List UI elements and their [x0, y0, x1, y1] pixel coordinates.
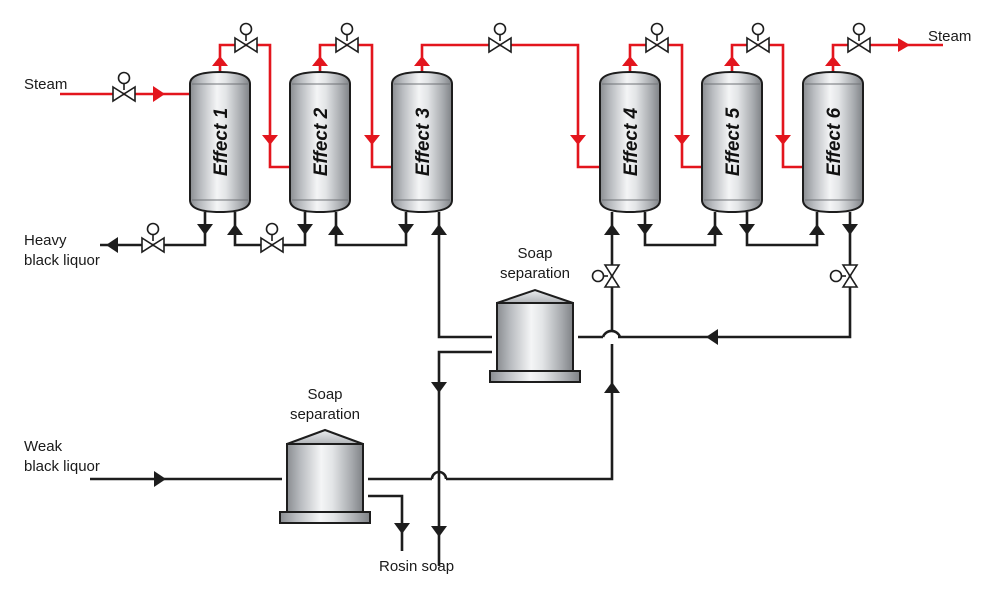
effect-1[interactable]: Effect 1 [189, 70, 251, 214]
soap-separator-upper[interactable] [489, 288, 581, 383]
flow-arrow-up [707, 224, 723, 235]
flow-arrow-down [431, 382, 447, 393]
effect-label: Effect 1 [211, 108, 232, 176]
effect-label: Effect 5 [723, 107, 744, 176]
effect-label: Effect 4 [621, 107, 642, 176]
weak-liquor-label-1: Weak [24, 438, 63, 455]
liquor-line-e6-to-soap1 [618, 212, 852, 339]
liquor-line-soap1-to-e3 [437, 212, 492, 339]
weak-liquor-arrow [154, 471, 166, 487]
flow-arrow-down [197, 224, 213, 235]
steam-arrow-down [674, 135, 690, 145]
weak-liquor-label-2: black liquor [24, 458, 100, 475]
flow-arrow-down [394, 523, 410, 534]
line-crossover [601, 329, 622, 338]
line-crossover [430, 470, 448, 480]
rosin-soap-label: Rosin soap [379, 558, 454, 575]
steam-line-5-6 [730, 43, 803, 169]
steam-valve-3-4[interactable] [488, 22, 512, 54]
effect-6[interactable]: Effect 6 [802, 70, 864, 214]
flow-arrow-up [431, 224, 447, 235]
steam-arrow-down [570, 135, 586, 145]
liquor-line-6-5 [745, 212, 819, 247]
effect-label: Effect 6 [824, 107, 845, 176]
steam-line-2-3 [318, 43, 392, 169]
steam-arrow-up [825, 56, 841, 66]
soap1-bottom-line [437, 350, 492, 566]
effect-label: Effect 3 [413, 107, 434, 176]
steam-inlet-arrow [153, 86, 165, 102]
liquor-lines [90, 212, 858, 566]
flow-arrow-down [431, 526, 447, 537]
steam-arrow-up [212, 56, 228, 66]
steam-line-3-4 [420, 43, 600, 169]
steam-arrow-up [312, 56, 328, 66]
effect-5[interactable]: Effect 5 [701, 70, 763, 214]
heavy-liquor-line [100, 212, 207, 247]
flow-arrow-up [328, 224, 344, 235]
heavy-liquor-arrow [106, 237, 118, 253]
flow-arrow-left [706, 329, 718, 345]
steam-arrow-down [775, 135, 791, 145]
flow-arrow-down [637, 224, 653, 235]
valves [112, 22, 871, 288]
steam-valve-1-2[interactable] [234, 22, 258, 54]
flow-arrow-down [842, 224, 858, 235]
soap-separator-lower-label-2: separation [290, 406, 360, 423]
effect-3[interactable]: Effect 3 [391, 70, 453, 214]
effect-label: Effect 2 [311, 107, 332, 176]
steam-inlet-label: Steam [24, 76, 67, 93]
effect-4[interactable]: Effect 4 [599, 70, 661, 214]
steam-outlet-valve[interactable] [847, 22, 871, 54]
steam-arrow-up [724, 56, 740, 66]
soap-separator-lower[interactable] [279, 428, 371, 524]
steam-arrow-down [364, 135, 380, 145]
heavy-liquor-label-2: black liquor [24, 252, 100, 269]
flow-arrow-down [297, 224, 313, 235]
effect6-outlet-valve[interactable] [829, 264, 859, 288]
soap-separator-upper-label-1: Soap [517, 245, 552, 262]
flow-arrow-up [604, 224, 620, 235]
flow-arrow-up [809, 224, 825, 235]
effects: Effect 1 Effect 2 Effect 3 Effect 4 Effe… [189, 70, 864, 214]
soap-separator-lower-label-1: Soap [307, 386, 342, 403]
heavy-liquor-label-1: Heavy [24, 232, 67, 249]
steam-valve-2-3[interactable] [335, 22, 359, 54]
steam-inlet-valve[interactable] [112, 71, 136, 103]
steam-arrow-up [414, 56, 430, 66]
liquor-valve-1-2[interactable] [260, 222, 284, 254]
steam-line-1-2 [218, 43, 290, 169]
flow-arrow-up [227, 224, 243, 235]
flow-arrow-up [604, 382, 620, 393]
steam-valve-4-5[interactable] [645, 22, 669, 54]
steam-lines [60, 38, 943, 169]
effect-2[interactable]: Effect 2 [289, 70, 351, 214]
steam-outlet-label: Steam [928, 28, 971, 45]
flow-arrow-down [398, 224, 414, 235]
liquor-line-3-2 [334, 212, 408, 247]
liquor-line-5-4 [643, 212, 717, 247]
effect4-feed-valve[interactable] [591, 264, 621, 288]
flow-arrow-down [739, 224, 755, 235]
heavy-liquor-valve[interactable] [141, 222, 165, 254]
steam-outlet-arrow [898, 38, 910, 52]
soap-separator-upper-label-2: separation [500, 265, 570, 282]
steam-valve-5-6[interactable] [746, 22, 770, 54]
steam-line-4-5 [628, 43, 702, 169]
steam-arrow-up [622, 56, 638, 66]
steam-arrow-down [262, 135, 278, 145]
